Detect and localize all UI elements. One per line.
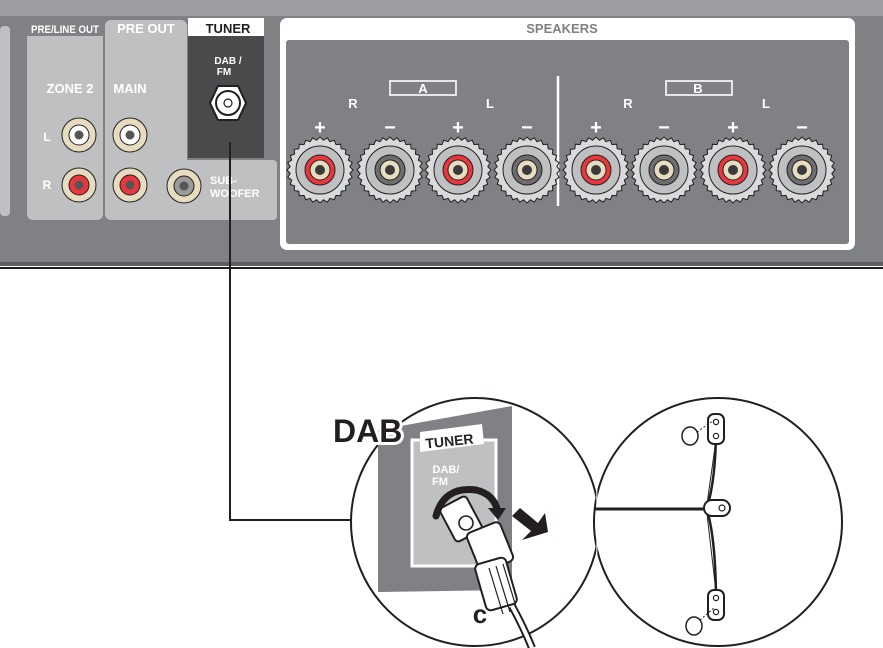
zone2-left-label: L bbox=[43, 130, 50, 144]
closeup-tuner-label: TUNER bbox=[425, 431, 475, 452]
tuner-dab-fm-label-line2: FM bbox=[217, 67, 231, 78]
speaker-polarity-1: + bbox=[314, 117, 326, 139]
thumbtack-bottom-icon bbox=[685, 607, 715, 636]
rca-jack-main-left bbox=[112, 117, 148, 153]
closeup-dab-fm-line1: DAB/ bbox=[433, 464, 460, 476]
section-pre-out-label: PRE OUT bbox=[117, 21, 175, 36]
speaker-a-r-label: R bbox=[348, 96, 358, 111]
section-pre-line-out-label: PRE/LINE OUT bbox=[31, 24, 99, 36]
speaker-b-r-label: R bbox=[623, 96, 633, 111]
speaker-b-l-label: L bbox=[762, 96, 770, 111]
rca-jack-main-right bbox=[112, 167, 148, 203]
speaker-terminal-1 bbox=[286, 136, 354, 204]
receiver-rear-panel: PRE/LINE OUT PRE OUT TUNER ZONE 2 MAIN L… bbox=[0, 0, 883, 269]
zone2-right-label: R bbox=[43, 178, 52, 192]
speaker-terminal-2 bbox=[356, 136, 424, 204]
tuner-dab-fm-label-line1: DAB / bbox=[214, 56, 241, 67]
antenna-cable-line bbox=[229, 142, 358, 521]
speaker-group-a-label: A bbox=[418, 81, 428, 96]
speaker-polarity-2: − bbox=[384, 117, 396, 139]
dab-heading: DAB bbox=[333, 413, 402, 449]
antenna-center-connector bbox=[703, 499, 731, 517]
speaker-polarity-8: − bbox=[796, 117, 808, 139]
speaker-terminal-4 bbox=[493, 136, 561, 204]
rotate-arrow-icon bbox=[432, 486, 502, 520]
section-speakers-label: SPEAKERS bbox=[526, 21, 598, 36]
speaker-group-b-label: B bbox=[693, 81, 702, 96]
inset-overlap-mask bbox=[596, 470, 598, 575]
speaker-terminal-5 bbox=[562, 136, 630, 204]
section-tuner-tab bbox=[188, 18, 264, 36]
main-label: MAIN bbox=[113, 81, 146, 96]
speaker-terminal-7 bbox=[699, 136, 767, 204]
section-tuner-label: TUNER bbox=[206, 21, 251, 36]
speaker-polarity-4: − bbox=[521, 117, 533, 139]
speaker-group-a-frame bbox=[389, 80, 457, 96]
left-edge-fragment bbox=[0, 26, 10, 216]
zone2-label: ZONE 2 bbox=[47, 81, 94, 96]
speaker-a-l-label: L bbox=[486, 96, 494, 111]
antenna-bottom-bracket bbox=[707, 589, 725, 621]
rca-jack-zone2-left bbox=[61, 117, 97, 153]
rca-jack-zone2-right bbox=[61, 167, 97, 203]
antenna-circle bbox=[593, 397, 843, 647]
closeup-tuner-tab bbox=[420, 424, 484, 452]
speaker-polarity-5: + bbox=[590, 117, 602, 139]
speaker-polarity-3: + bbox=[452, 117, 464, 139]
dab-fm-antenna-terminal bbox=[208, 85, 248, 121]
speaker-polarity-6: − bbox=[658, 117, 670, 139]
speaker-terminal-8 bbox=[768, 136, 836, 204]
closeup-coaxial-jack bbox=[439, 495, 483, 543]
speaker-group-b-frame bbox=[665, 80, 733, 96]
tuner-closeup-inset: TUNER DAB/ FM c bbox=[350, 397, 600, 648]
subwoofer-label-line1: SUB- bbox=[210, 175, 237, 187]
panel-bottom-edge bbox=[0, 262, 883, 266]
antenna-inset bbox=[593, 397, 843, 647]
push-arrow-icon bbox=[512, 508, 548, 540]
rotate-arrowhead-icon bbox=[488, 508, 506, 520]
dab-heading-halo: DAB bbox=[333, 413, 402, 449]
closeup-antenna-plug bbox=[465, 521, 536, 648]
thumbtack-top-icon bbox=[681, 419, 715, 446]
speaker-terminal-6 bbox=[630, 136, 698, 204]
speakers-inner-panel bbox=[286, 40, 849, 244]
panel-top-strip bbox=[0, 0, 883, 16]
section-pre-line-out-tab bbox=[27, 18, 103, 36]
subwoofer-label-line2: WOOFER bbox=[210, 188, 260, 200]
rca-jack-subwoofer bbox=[166, 168, 202, 204]
speaker-terminal-3 bbox=[424, 136, 492, 204]
antenna-top-bracket bbox=[707, 413, 725, 445]
speaker-polarity-7: + bbox=[727, 117, 739, 139]
closeup-cable-label: c bbox=[473, 599, 487, 629]
speaker-terminal-row: + − + − + − + − bbox=[286, 117, 836, 204]
closeup-dab-fm-line2: FM bbox=[432, 476, 448, 488]
